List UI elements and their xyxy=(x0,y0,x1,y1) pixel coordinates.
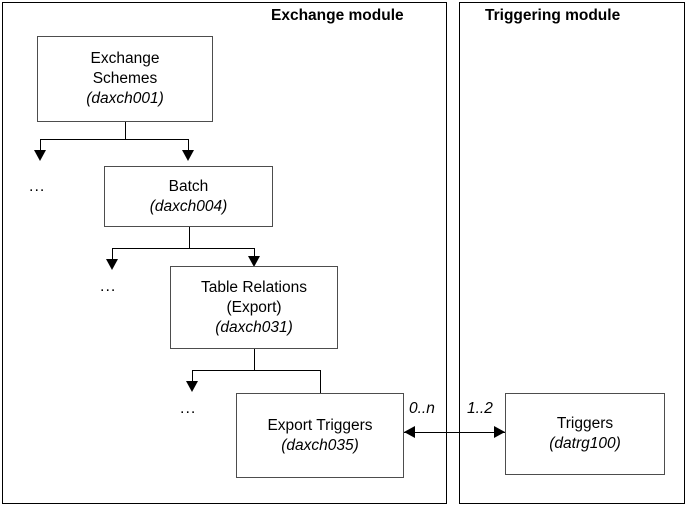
triggering-module-title: Triggering module xyxy=(485,7,621,24)
arrow-schemes-to-batch-icon xyxy=(182,150,194,161)
node-triggers-line1: Triggers xyxy=(556,415,614,432)
multiplicity-export-triggers: 0..n xyxy=(409,400,435,417)
node-exchange-schemes-line1: Exchange xyxy=(90,50,160,67)
ellipsis-level-1: ... xyxy=(29,178,46,195)
node-batch[interactable]: Batch (daxch004) xyxy=(104,166,273,227)
node-table-relations-line1: Table Relations xyxy=(201,278,307,296)
node-table-relations-line2: (Export) xyxy=(226,298,282,316)
connector-tablerel-stem xyxy=(254,349,255,371)
connector-tablerel-bar xyxy=(192,370,321,371)
connector-schemes-stem xyxy=(125,122,126,140)
ellipsis-level-3: ... xyxy=(180,400,197,417)
ellipsis-level-2: ... xyxy=(100,278,117,295)
exchange-module-title: Exchange module xyxy=(271,7,404,24)
node-batch-code: (daxch004) xyxy=(149,197,228,215)
connector-schemes-right-drop xyxy=(188,139,189,151)
connector-schemes-left-drop xyxy=(40,139,41,151)
node-exchange-schemes[interactable]: Exchange Schemes (daxch001) xyxy=(37,36,213,122)
arrow-batch-to-table-relations-icon xyxy=(248,256,260,267)
node-triggers-code: (datrg100) xyxy=(549,435,621,452)
node-triggers[interactable]: Triggers (datrg100) xyxy=(505,393,665,475)
connector-tablerel-left-drop xyxy=(192,370,193,382)
arrow-tablerel-to-ellipsis-icon xyxy=(186,381,198,392)
node-table-relations[interactable]: Table Relations (Export) (daxch031) xyxy=(170,266,338,349)
arrow-schemes-to-ellipsis-icon xyxy=(34,150,46,161)
connector-batch-bar xyxy=(112,248,254,249)
node-export-triggers[interactable]: Export Triggers (daxch035) xyxy=(236,393,404,478)
connector-tablerel-right-drop xyxy=(320,370,321,394)
connector-batch-stem xyxy=(189,227,190,249)
node-export-triggers-line1: Export Triggers xyxy=(267,416,373,434)
connector-schemes-bar xyxy=(40,139,189,140)
node-batch-line1: Batch xyxy=(168,177,209,195)
node-export-triggers-code: (daxch035) xyxy=(281,436,359,454)
node-exchange-schemes-line2: Schemes xyxy=(92,70,158,87)
connector-batch-right-drop xyxy=(254,248,255,258)
arrow-batch-to-ellipsis-icon xyxy=(106,259,118,270)
arrow-association-left-icon xyxy=(404,426,415,438)
node-exchange-schemes-code: (daxch001) xyxy=(86,90,164,107)
arrow-association-right-icon xyxy=(494,426,505,438)
multiplicity-triggers: 1..2 xyxy=(467,400,493,417)
node-table-relations-code: (daxch031) xyxy=(215,318,293,336)
connector-batch-left-drop xyxy=(112,248,113,260)
association-export-triggers-line xyxy=(404,432,505,433)
